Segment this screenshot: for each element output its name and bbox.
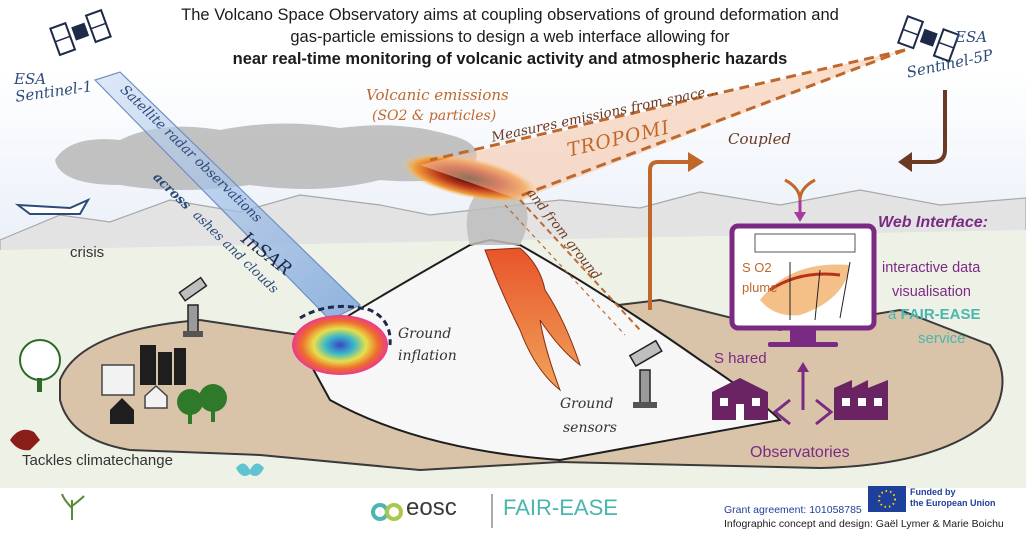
ground-inflation-label-1: Ground — [398, 326, 452, 342]
sentinel-5p-arrow-head — [898, 152, 912, 172]
ground-inflation-map — [292, 315, 388, 375]
sentinel-5p-label-line1: ESA — [955, 28, 988, 46]
observatory-arrow-head — [797, 362, 809, 372]
eu-flag-icon — [868, 486, 906, 512]
visualisation-label: visualisation — [892, 284, 971, 300]
fair-ease-logo-text: FAIR-EASE — [503, 495, 618, 520]
grant-agreement: Grant agreement: 101058785 — [724, 504, 862, 516]
fair-ease-service-label: a FAIR-EASE — [888, 306, 981, 323]
so2-plume-label-1: S O2 — [742, 260, 772, 275]
service-label: service — [918, 330, 966, 347]
design-credits: Infographic concept and design: Gaël Lym… — [724, 518, 1004, 530]
sentinel-1-label-line1: ESA — [14, 70, 47, 88]
eosc-logo-icon — [371, 503, 403, 521]
lava-flow — [484, 247, 581, 392]
crisis-label: crisis — [70, 244, 105, 261]
ground-sensor-icon — [628, 339, 663, 408]
title-line-1: The Volcano Space Observatory aims at co… — [181, 6, 839, 24]
ground-sensors-label-2: sensors — [563, 420, 617, 436]
so2-particles-label: (SO2 & particles) — [372, 108, 497, 124]
web-interface-label: Web Interface: — [878, 214, 988, 231]
inflation-outline — [299, 304, 392, 346]
observatories-label: Observatories — [750, 444, 850, 461]
shared-label: S hared — [714, 350, 767, 367]
fair-ease-name: FAIR-EASE — [900, 306, 981, 323]
radar-beam — [93, 71, 362, 321]
observatory-left-icon — [712, 378, 768, 420]
tropomi-beam — [420, 50, 905, 200]
observatory-right-icon — [834, 380, 888, 420]
observatory-split-arrow — [772, 398, 834, 426]
tree-icons — [19, 339, 227, 424]
sentinel-5p-arrow — [910, 90, 947, 164]
page-title: The Volcano Space Observatory aims at co… — [120, 4, 900, 70]
funded-by-line2: the European Union — [910, 498, 996, 508]
title-line-2: gas-particle emissions to design a web i… — [290, 28, 730, 46]
satellite-sentinel-5p-icon — [896, 15, 960, 63]
airplane-icon — [14, 197, 91, 215]
tropomi-ray-lower — [519, 48, 906, 198]
satellite-sentinel-1-icon — [49, 8, 112, 57]
coupled-label: Coupled — [728, 130, 792, 148]
coupled-arrow — [648, 160, 690, 310]
butterfly-icon — [236, 463, 264, 476]
fair-ease-a: a — [888, 306, 897, 323]
volcanic-emissions-label: Volcanic emissions — [366, 86, 509, 104]
eosc-logo-text: eosc — [406, 494, 457, 521]
plant-icon — [61, 493, 85, 520]
ground-ray-2 — [504, 204, 626, 336]
tropomi-ray-upper — [429, 48, 906, 162]
ground-sensor-left-icon — [178, 276, 208, 337]
coupled-arrow-head — [688, 152, 704, 172]
so2-plume-label-2: plume — [742, 280, 778, 295]
merge-arrow-head — [794, 212, 806, 222]
bird-icon — [10, 429, 40, 451]
funded-by-line1: Funded by — [910, 487, 956, 497]
ground-inflation-label-2: inflation — [398, 348, 457, 364]
title-line-3: near real-time monitoring of volcanic ac… — [232, 50, 788, 68]
monitor-icon — [729, 223, 877, 347]
ground-sensors-label-1: Ground — [560, 396, 614, 412]
climate-change-label: Tackles climatechange — [22, 452, 173, 469]
city-icon — [101, 345, 186, 424]
interactive-data-label: interactive data — [882, 260, 981, 276]
